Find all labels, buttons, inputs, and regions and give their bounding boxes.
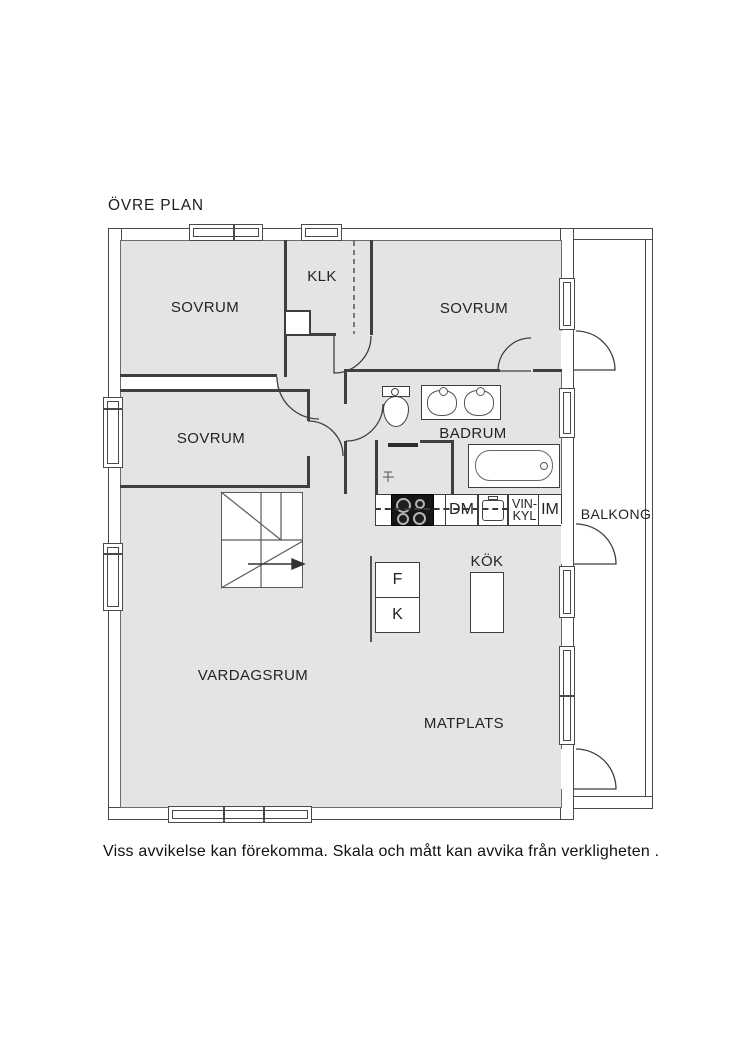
kitchen-sink-basin [482, 500, 504, 521]
wall-sovrum3-bottom-right [533, 369, 562, 372]
room-label-klk: KLK [307, 268, 337, 285]
room-label-balkong: BALKONG [580, 506, 652, 522]
freezer-label: F [375, 562, 420, 598]
window [168, 806, 312, 823]
window [103, 397, 123, 468]
wall-sovrum2-top [120, 389, 310, 392]
room-label-sovrum-top-left: SOVRUM [170, 299, 240, 316]
door-gap [561, 524, 573, 564]
window [559, 278, 575, 330]
bathtub-drain [540, 462, 548, 470]
counter-dashed-line [375, 508, 508, 510]
window [189, 224, 263, 241]
window [559, 646, 575, 745]
utility-shelf [388, 443, 418, 447]
wall-sovrum2-bottom [120, 485, 310, 488]
wall-utility-right [451, 440, 454, 494]
stove-icon [391, 494, 434, 526]
room-label-matplats: MATPLATS [423, 715, 505, 732]
wall-badrum-left-upper [344, 372, 347, 404]
room-label-sovrum-top-right: SOVRUM [439, 300, 509, 317]
bathtub-inner [475, 450, 553, 481]
room-label-badrum: BADRUM [439, 425, 507, 442]
toilet-flush-button [391, 388, 399, 396]
im-label: IM [538, 494, 562, 526]
wall-utility-top [420, 440, 454, 443]
room-label-kok: KÖK [470, 553, 504, 570]
wall-klk-bottom [310, 333, 336, 336]
sink-left-tap [439, 387, 448, 396]
wall-sovrum2-right-upper [307, 392, 310, 421]
kitchen-sink-tap [488, 496, 498, 500]
kitchen-island [470, 572, 504, 633]
window [301, 224, 342, 241]
wall-klk-left-lower [284, 336, 287, 377]
dishwasher-label: DM [445, 494, 478, 526]
wall-klk-left-upper [284, 240, 287, 310]
room-label-vardagsrum: VARDAGSRUM [197, 667, 309, 684]
wall-utility-left [375, 440, 378, 494]
plan-title: ÖVRE PLAN [108, 197, 204, 214]
fk-wall [370, 556, 372, 642]
wine-fridge-label: VIN-KYL [508, 494, 541, 526]
cavity-wall-fill [121, 377, 277, 389]
fridge-label: K [375, 597, 420, 633]
wall-klk-right [370, 240, 373, 335]
door-gap [561, 331, 573, 369]
window [103, 543, 123, 611]
disclaimer-text: Viss avvikelse kan förekomma. Skala och … [103, 843, 660, 860]
balcony-railing-bottom [573, 796, 653, 809]
window [559, 566, 575, 618]
window [559, 388, 575, 438]
sink-right-tap [476, 387, 485, 396]
door-gap [561, 749, 573, 789]
wall-sovrum3-bottom-left [344, 369, 500, 372]
room-label-sovrum-mid-left: SOVRUM [176, 430, 246, 447]
wall-sovrum2-right-lower [307, 456, 310, 488]
wall-badrum-left-lower [344, 441, 347, 494]
klk-niche [284, 310, 311, 336]
staircase [221, 492, 303, 588]
wall-sovrum1-bottom [120, 374, 277, 377]
